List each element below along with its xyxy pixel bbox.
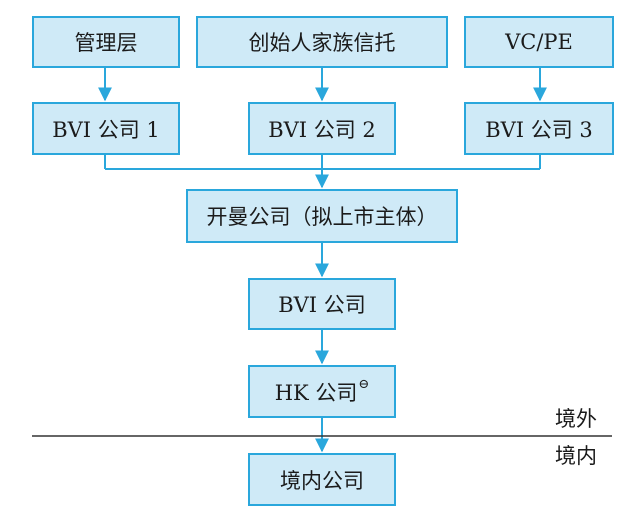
bvi-company-3-node: BVI 公司 3	[464, 102, 614, 155]
bvi-company-node: BVI 公司	[248, 278, 396, 330]
family-trust-node: 创始人家族信托	[196, 16, 448, 68]
family-trust-label: 创始人家族信托	[248, 31, 396, 55]
bvi-company-label: BVI 公司	[278, 293, 366, 317]
cayman-company-label: 开曼公司（拟上市主体）	[206, 205, 438, 229]
bvi-company-1-label: BVI 公司 1	[52, 117, 160, 142]
management-node: 管理层	[32, 16, 180, 68]
footnote-marker: ⊖	[358, 377, 370, 392]
hk-company-label: HK 公司	[274, 380, 358, 405]
bvi-company-2-node: BVI 公司 2	[248, 102, 396, 155]
bvi-company-2-label: BVI 公司 2	[268, 117, 376, 142]
bvi-company-1-node: BVI 公司 1	[32, 102, 180, 155]
cayman-company-node: 开曼公司（拟上市主体）	[186, 189, 458, 243]
vc-pe-label: VC/PE	[505, 30, 573, 54]
onshore-region-label: 境内	[555, 444, 597, 468]
bvi-company-3-label: BVI 公司 3	[485, 117, 593, 142]
offshore-region-label: 境外	[555, 407, 597, 431]
vc-pe-node: VC/PE	[464, 16, 614, 68]
hk-company-node: HK 公司⊖	[248, 365, 396, 418]
domestic-company-label: 境内公司	[280, 468, 364, 493]
management-label: 管理层	[74, 31, 138, 55]
domestic-company-node: 境内公司	[248, 453, 396, 506]
